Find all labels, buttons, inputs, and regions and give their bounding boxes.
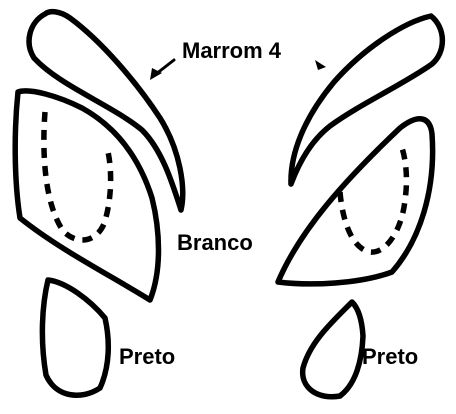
label-branco: Branco — [177, 230, 253, 255]
left-eyebrow-shape — [29, 12, 183, 210]
label-preto-right: Preto — [362, 344, 418, 369]
arrow-right-head — [315, 60, 326, 70]
left-eye-white-shape — [15, 91, 158, 300]
label-marrom: Marrom 4 — [182, 38, 282, 63]
right-preto-shape — [303, 302, 363, 397]
left-preto-shape — [42, 280, 108, 395]
left-pupil-dashed-outline — [44, 112, 111, 240]
label-preto-left: Preto — [119, 344, 175, 369]
right-eye-white-shape — [278, 119, 433, 284]
right-pupil-dashed-outline — [340, 148, 406, 252]
